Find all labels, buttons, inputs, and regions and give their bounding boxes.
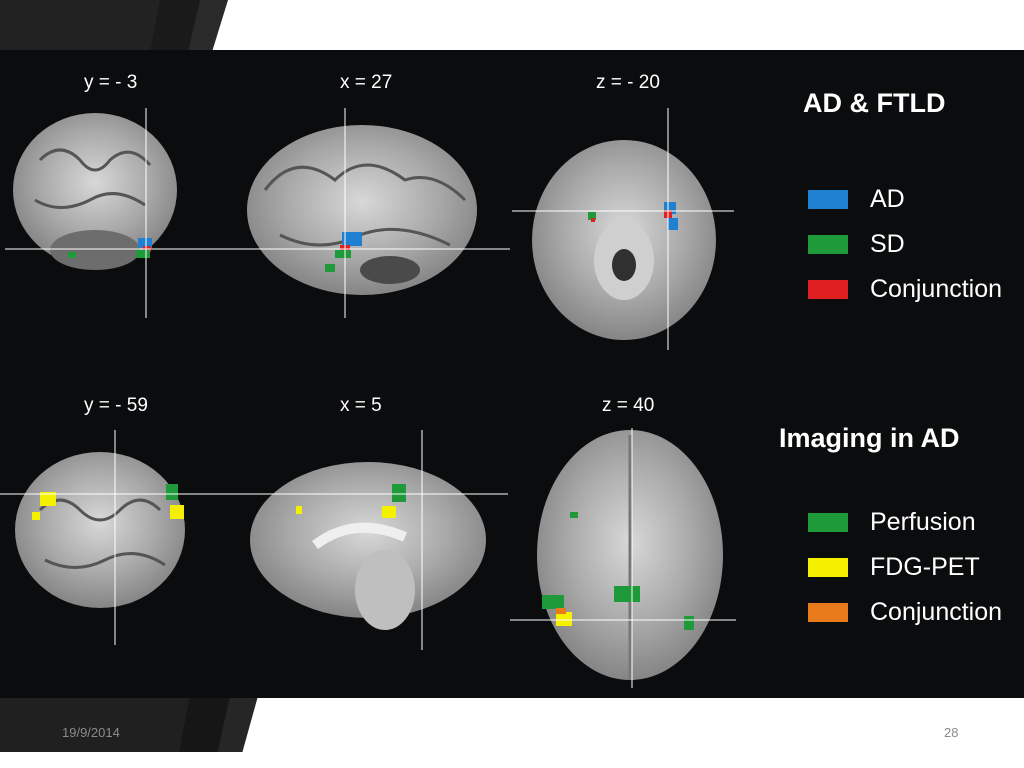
axial-slice-bottom — [510, 428, 736, 688]
swatch-red — [808, 279, 848, 299]
legend-label: Conjunction — [870, 274, 1003, 303]
sagittal-slice-bottom — [222, 430, 508, 650]
brain-scans — [0, 108, 736, 688]
brain-imaging-figure: y = - 3 x = 27 z = - 20 y = - 59 x = 5 z… — [0, 50, 1024, 698]
coronal-slice-bottom — [0, 430, 222, 645]
swatch-green — [808, 512, 848, 532]
slide-date: 19/9/2014 — [62, 725, 120, 740]
swatch-green — [808, 234, 848, 254]
legend-label: AD — [870, 184, 905, 213]
slide-corner-decoration-bottom — [0, 696, 260, 768]
legend-title-imaging-ad: Imaging in AD — [779, 423, 960, 453]
legend-item-conjunction-orange: Conjunction — [808, 597, 1002, 627]
slice-label-sagittal-top: x = 27 — [340, 72, 393, 93]
legend-item-perfusion: Perfusion — [808, 507, 976, 537]
legend-label: Conjunction — [870, 597, 1003, 626]
slice-label-axial-top: z = - 20 — [596, 72, 660, 93]
slice-label-axial-bottom: z = 40 — [602, 395, 655, 416]
legend-label: Perfusion — [870, 507, 976, 536]
slice-label-sagittal-bottom: x = 5 — [340, 395, 382, 416]
legend-label: SD — [870, 229, 905, 258]
legend-label: FDG-PET — [870, 552, 980, 581]
legend-item-ad: AD — [808, 184, 905, 214]
swatch-orange — [808, 602, 848, 622]
legend-item-conjunction-red: Conjunction — [808, 274, 1002, 304]
slice-label-coronal-top: y = - 3 — [84, 72, 138, 93]
swatch-blue — [808, 189, 848, 209]
legend-title-ad-ftld: AD & FTLD — [803, 88, 946, 118]
legend-item-sd: SD — [808, 229, 905, 259]
legend-item-fdg-pet: FDG-PET — [808, 552, 980, 582]
coronal-slice-top — [5, 108, 222, 318]
axial-slice-top — [512, 108, 734, 350]
slide-corner-decoration-top — [0, 0, 228, 52]
slide-page-number: 28 — [944, 725, 959, 740]
swatch-yellow — [808, 557, 848, 577]
sagittal-slice-top — [222, 108, 510, 318]
slice-label-coronal-bottom: y = - 59 — [84, 395, 148, 416]
